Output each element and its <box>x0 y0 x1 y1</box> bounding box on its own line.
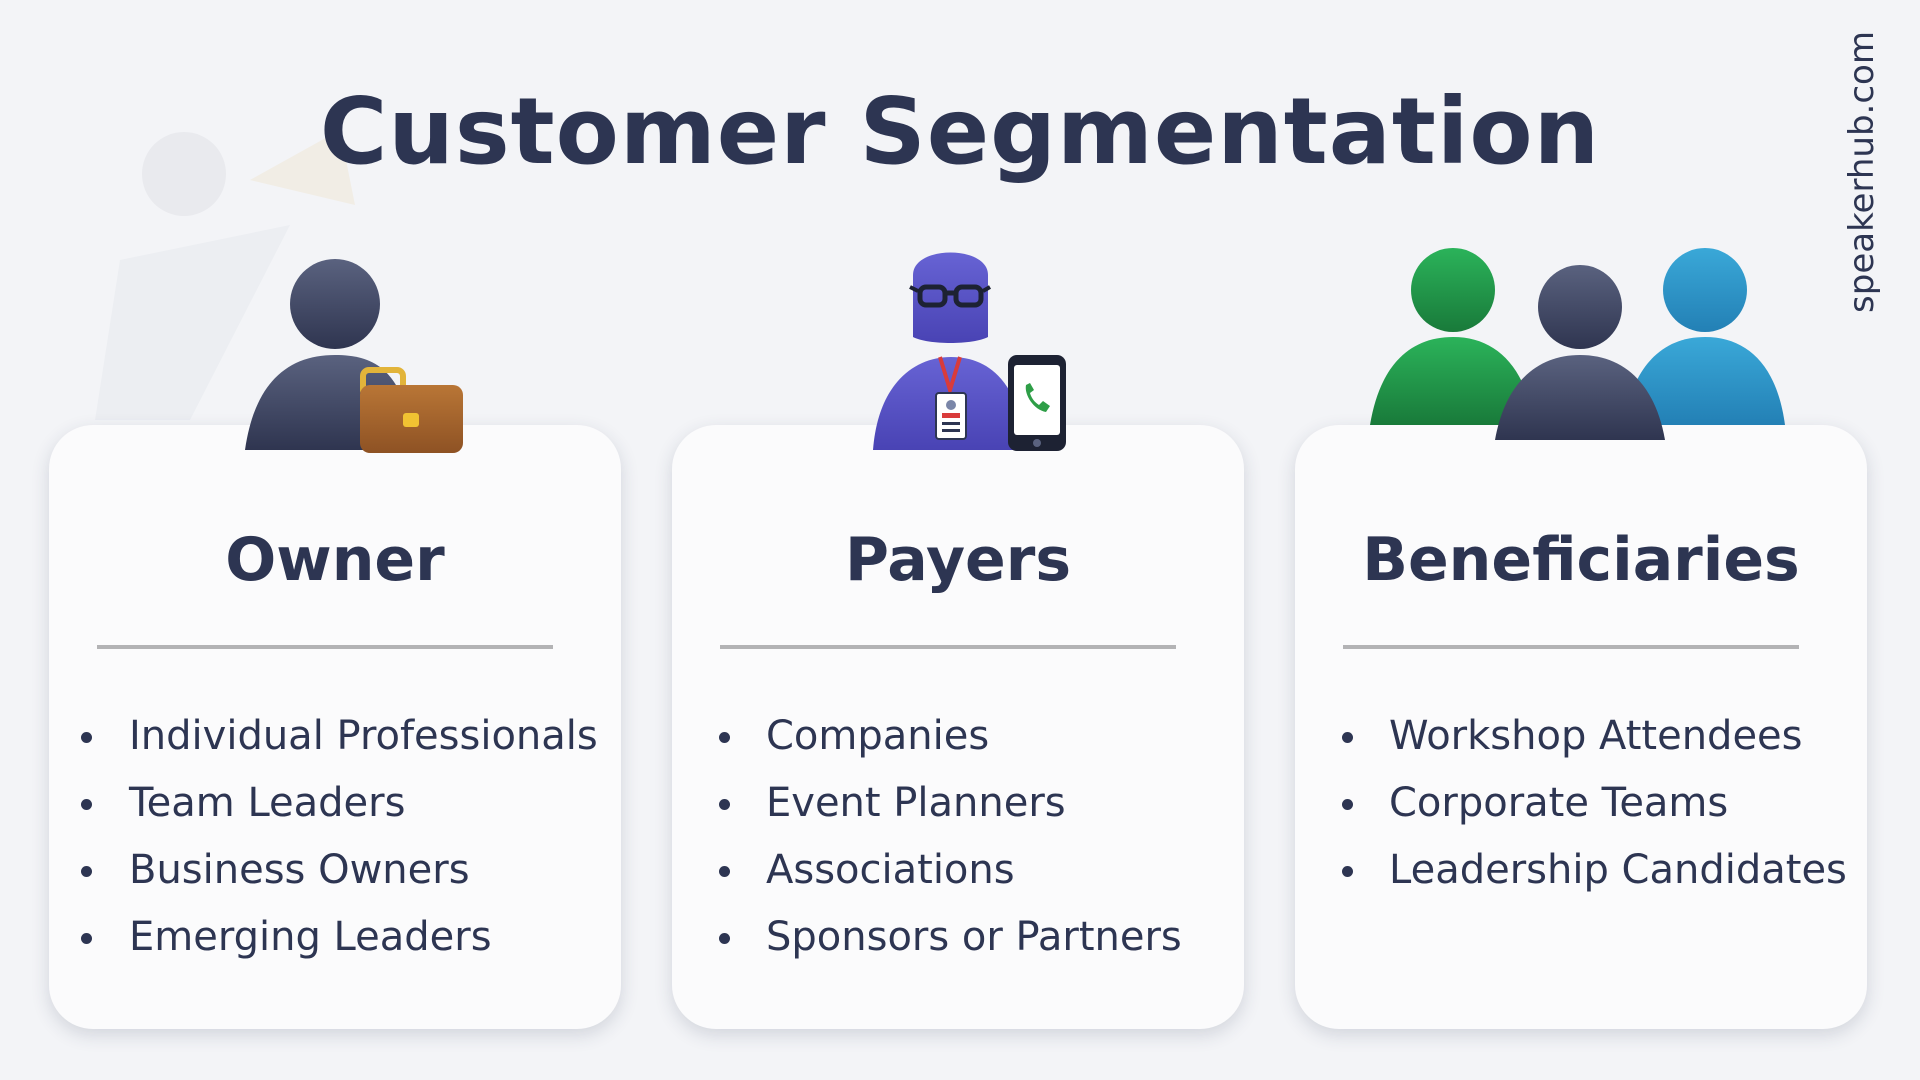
list-item: Companies <box>672 703 1182 770</box>
segment-card-payers: Payers Companies Event Planners Associat… <box>672 425 1244 1029</box>
card-heading: Payers <box>844 525 1072 595</box>
segment-list: Individual Professionals Team Leaders Bu… <box>49 703 598 971</box>
list-item: Event Planners <box>672 770 1182 837</box>
page-title: Customer Segmentation <box>319 78 1601 185</box>
divider <box>1343 645 1799 649</box>
card-heading: Beneficiaries <box>1362 525 1800 595</box>
segment-card-owner: Owner Individual Professionals Team Lead… <box>49 425 621 1029</box>
divider <box>97 645 553 649</box>
list-item: Leadership Candidates <box>1295 837 1847 904</box>
group-of-people-icon <box>1370 248 1785 440</box>
list-item: Team Leaders <box>49 770 598 837</box>
watermark: speakerhub.com <box>1842 31 1882 313</box>
woman-badge-phone-icon <box>873 252 1066 451</box>
list-item: Associations <box>672 837 1182 904</box>
list-item: Sponsors or Partners <box>672 904 1182 971</box>
divider <box>720 645 1176 649</box>
list-item: Workshop Attendees <box>1295 703 1847 770</box>
segment-list: Workshop Attendees Corporate Teams Leade… <box>1295 703 1847 904</box>
segment-list: Companies Event Planners Associations Sp… <box>672 703 1182 971</box>
list-item: Emerging Leaders <box>49 904 598 971</box>
list-item: Individual Professionals <box>49 703 598 770</box>
businessperson-briefcase-icon <box>245 259 463 453</box>
card-heading: Owner <box>225 525 445 595</box>
list-item: Corporate Teams <box>1295 770 1847 837</box>
segment-card-beneficiaries: Beneficiaries Workshop Attendees Corpora… <box>1295 425 1867 1029</box>
list-item: Business Owners <box>49 837 598 904</box>
